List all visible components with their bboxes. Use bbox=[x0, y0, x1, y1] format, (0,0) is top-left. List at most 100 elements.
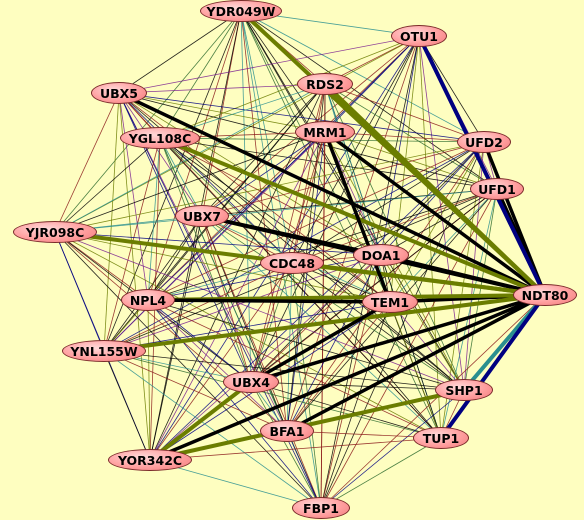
edge-ygl108c-cdc48 bbox=[159, 137, 293, 264]
edge-ufd2-fbp1 bbox=[320, 141, 485, 509]
node-yor342c[interactable]: YOR342C bbox=[108, 449, 192, 471]
strong-edge-tem1-ubx4 bbox=[249, 300, 392, 384]
node-ufd1[interactable]: UFD1 bbox=[470, 178, 524, 200]
edge-cdc48-fbp1 bbox=[291, 262, 322, 509]
node-ubx5[interactable]: UBX5 bbox=[91, 82, 147, 104]
node-npl4[interactable]: NPL4 bbox=[121, 289, 175, 311]
strong-edge-ndt80-ydr049w bbox=[239, 9, 547, 297]
edge-rds2-cdc48 bbox=[291, 83, 326, 264]
edge-ygl108c-ufd1 bbox=[159, 137, 498, 190]
node-shp1[interactable]: SHP1 bbox=[435, 379, 493, 401]
edge-ubx5-yjr098c bbox=[54, 92, 120, 233]
strong-edge-ndt80-bfa1 bbox=[285, 293, 547, 433]
edge-ubx5-ynl155w bbox=[103, 92, 120, 352]
edge-ufd1-shp1 bbox=[463, 188, 498, 391]
edge-mrm1-bfa1 bbox=[286, 131, 326, 432]
edge-ubx4-tup1 bbox=[250, 381, 442, 439]
edge-yjr098c-fbp1 bbox=[54, 231, 322, 509]
edge-yjr098c-doa1 bbox=[54, 231, 382, 256]
edge-tup1-yor342c bbox=[149, 437, 442, 461]
edge-ydr049w-ubx5 bbox=[118, 10, 242, 94]
edge-ygl108c-tem1 bbox=[159, 137, 391, 303]
edge-doa1-yor342c bbox=[149, 254, 382, 461]
edge-ubx7-yor342c bbox=[149, 215, 203, 461]
edge-npl4-shp1 bbox=[147, 299, 465, 391]
edge-ufd2-npl4 bbox=[147, 141, 485, 301]
edge-ydr049w-ygl108c bbox=[159, 10, 242, 139]
edge-otu1-ufd2 bbox=[418, 35, 485, 143]
edge-rds2-ubx7 bbox=[201, 83, 326, 217]
edge-tem1-tup1 bbox=[389, 301, 442, 439]
edge-ynl155w-yor342c bbox=[103, 350, 151, 461]
edge-yjr098c-bfa1 bbox=[54, 231, 288, 432]
strong-edge-ndt80-cdc48 bbox=[290, 261, 547, 297]
node-ubx4[interactable]: UBX4 bbox=[223, 371, 279, 393]
edge-otu1-yjr098c bbox=[54, 35, 420, 233]
node-cdc48[interactable]: CDC48 bbox=[260, 252, 324, 274]
edge-cdc48-yor342c bbox=[149, 262, 293, 461]
node-otu1[interactable]: OTU1 bbox=[391, 25, 447, 47]
strong-edge-ndt80-mrm1 bbox=[323, 130, 547, 297]
node-tem1[interactable]: TEM1 bbox=[362, 291, 418, 313]
node-yjr098c[interactable]: YJR098C bbox=[13, 221, 97, 243]
strong-edge-ndt80-ubx5 bbox=[117, 91, 547, 297]
edge-ubx7-fbp1 bbox=[201, 215, 322, 509]
edge-ydr049w-cdc48 bbox=[240, 10, 293, 264]
edge-ubx5-rds2 bbox=[118, 83, 326, 94]
edge-ubx7-tup1 bbox=[201, 215, 442, 439]
node-mrm1[interactable]: MRM1 bbox=[295, 121, 355, 143]
edge-mrm1-yjr098c bbox=[54, 131, 326, 233]
edge-mrm1-ynl155w bbox=[103, 131, 326, 352]
node-bfa1[interactable]: BFA1 bbox=[260, 420, 314, 442]
edge-cdc48-ynl155w bbox=[103, 262, 293, 352]
edge-ynl155w-bfa1 bbox=[103, 350, 288, 432]
edge-ubx5-yor342c bbox=[118, 92, 151, 461]
edge-ygl108c-npl4 bbox=[147, 137, 161, 301]
strong-edge-ndt80-ufd2 bbox=[482, 140, 547, 297]
strong-edge-ndt80-ygl108c bbox=[158, 136, 547, 297]
edge-ydr049w-ubx4 bbox=[240, 10, 252, 383]
node-ygl108c[interactable]: YGL108C bbox=[120, 127, 200, 149]
edge-yjr098c-shp1 bbox=[54, 231, 465, 391]
strong-edge-ndt80-otu1 bbox=[417, 34, 547, 297]
node-fbp1[interactable]: FBP1 bbox=[292, 497, 350, 519]
edge-ygl108c-doa1 bbox=[159, 137, 382, 256]
node-ndt80[interactable]: NDT80 bbox=[513, 284, 577, 306]
node-ufd2[interactable]: UFD2 bbox=[457, 131, 511, 153]
node-tup1[interactable]: TUP1 bbox=[413, 427, 469, 449]
edge-cdc48-shp1 bbox=[291, 262, 465, 391]
edge-ubx7-ynl155w bbox=[103, 215, 203, 352]
edge-otu1-ygl108c bbox=[159, 35, 420, 139]
edge-ygl108c-tup1 bbox=[159, 137, 442, 439]
edge-mrm1-ubx7 bbox=[201, 131, 326, 217]
edge-otu1-ubx5 bbox=[118, 35, 420, 94]
node-ubx7[interactable]: UBX7 bbox=[175, 205, 229, 227]
strong-edge-ubx4-yor342c bbox=[148, 380, 253, 462]
edge-tem1-ynl155w bbox=[103, 301, 391, 352]
edge-ubx4-shp1 bbox=[250, 381, 465, 391]
edge-npl4-bfa1 bbox=[147, 299, 288, 432]
edge-rds2-ufd1 bbox=[324, 83, 498, 190]
strong-edge-ndt80-yor342c bbox=[148, 293, 547, 462]
node-rds2[interactable]: RDS2 bbox=[297, 73, 353, 95]
edge-mrm1-ufd1 bbox=[324, 131, 498, 190]
node-ydr049w[interactable]: YDR049W bbox=[200, 0, 282, 22]
edge-yjr098c-tem1 bbox=[54, 231, 391, 303]
node-doa1[interactable]: DOA1 bbox=[353, 244, 409, 266]
edge-rds2-yjr098c bbox=[54, 83, 326, 233]
node-ynl155w[interactable]: YNL155W bbox=[62, 340, 146, 362]
edge-yjr098c-npl4 bbox=[54, 231, 149, 301]
edge-npl4-yor342c bbox=[147, 299, 151, 461]
edge-doa1-npl4 bbox=[147, 254, 382, 301]
edge-rds2-ygl108c bbox=[159, 83, 326, 139]
edge-ygl108c-yjr098c bbox=[54, 137, 161, 233]
edge-yjr098c-tup1 bbox=[54, 231, 442, 439]
edge-ubx5-ubx7 bbox=[118, 92, 203, 217]
edge-tup1-fbp1 bbox=[320, 437, 442, 509]
edge-ubx5-cdc48 bbox=[118, 92, 293, 264]
edge-ydr049w-yor342c bbox=[149, 10, 242, 461]
strong-edge-ndt80-tup1 bbox=[439, 293, 547, 440]
edge-ynl155w-tup1 bbox=[103, 350, 442, 439]
edge-ufd1-cdc48 bbox=[291, 188, 498, 264]
